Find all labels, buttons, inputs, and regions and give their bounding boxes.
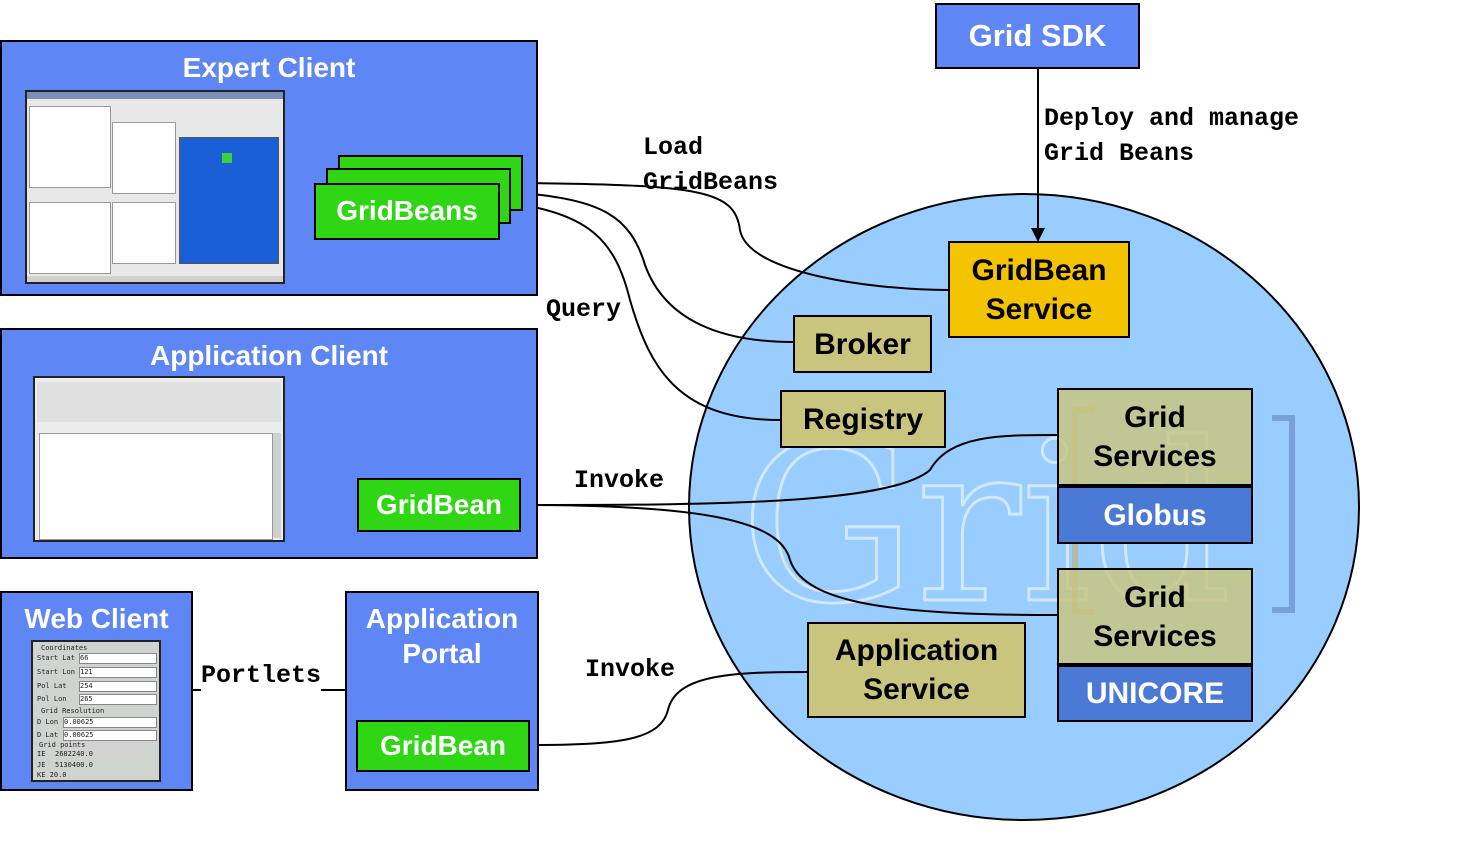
form-d-lon-value: 0.00625	[63, 717, 157, 728]
expert-tree-pane-lower	[29, 202, 111, 274]
label-invoke-1: Invoke	[574, 463, 665, 498]
graph-node-icon	[222, 153, 232, 163]
form-ie: IE	[37, 750, 46, 758]
expert-client-screenshot	[25, 90, 285, 284]
wire-invoke-appservice	[529, 671, 808, 746]
application-service-box: Application Service	[807, 622, 1026, 718]
gridbean-service-box: GridBean Service	[948, 241, 1130, 338]
sdk-arrowhead	[1031, 228, 1045, 242]
application-client-title: Application Client	[150, 340, 388, 371]
form-pol-lat-value: 254	[79, 681, 157, 692]
form-d-lon: D Lon	[37, 718, 59, 726]
web-client-title: Web Client	[24, 603, 169, 634]
form-pol-lon: Pol Lon	[37, 695, 67, 703]
expert-graph-pane	[179, 137, 279, 264]
gridbeans-stack-front: GridBeans	[314, 183, 500, 240]
globus-box: Globus	[1057, 486, 1253, 544]
form-ie-value: 2682240.0	[55, 750, 93, 758]
form-grid-points-label: Grid points	[39, 741, 86, 749]
watermark-bracket-right	[1272, 415, 1295, 613]
grid-sdk-box: Grid SDK	[935, 3, 1140, 69]
form-start-lon-value: 121	[79, 667, 157, 678]
expert-status-bar	[27, 276, 283, 282]
form-je-value: 5130400.0	[55, 761, 93, 769]
form-grid-res-label: Grid Resolution	[41, 707, 105, 715]
form-start-lat-value: 66	[79, 653, 157, 664]
label-portlets: Portlets	[201, 658, 322, 693]
form-pol-lon-value: 265	[79, 694, 157, 705]
app-scrollbar	[273, 433, 281, 538]
application-client-screenshot	[33, 376, 285, 542]
wire-invoke-globus	[521, 434, 1058, 506]
form-je: JE	[37, 761, 46, 769]
label-query: Query	[546, 292, 622, 327]
form-start-lon: Start Lon	[37, 668, 75, 676]
label-deploy: Deploy and manage Grid Beans	[1044, 104, 1300, 168]
broker-box: Broker	[793, 315, 932, 373]
portal-gridbean: GridBean	[356, 720, 530, 772]
grid-services-globus-box: Grid Services	[1057, 388, 1253, 486]
registry-box: Registry	[780, 390, 946, 448]
form-start-lat: Start Lat	[37, 654, 75, 662]
app-client-gridbean: GridBean	[357, 478, 521, 532]
unicore-box: UNICORE	[1057, 665, 1253, 722]
form-d-lat-value: 0.00625	[63, 730, 157, 741]
wire-load	[521, 182, 949, 291]
grid-services-unicore-box: Grid Services	[1057, 568, 1253, 665]
app-form-area	[37, 382, 281, 422]
form-d-lat: D Lat	[37, 731, 59, 739]
label-invoke-2: Invoke	[585, 655, 676, 684]
web-client-form: Coordinates Start Lat 66 Start Lon 121 P…	[31, 640, 161, 782]
expert-titlebar	[27, 92, 283, 99]
wire-invoke-unicore	[521, 504, 1058, 616]
form-pol-lat: Pol Lat	[37, 682, 67, 690]
expert-list-pane	[112, 122, 176, 194]
form-coords-label: Coordinates	[41, 644, 88, 652]
expert-client-title: Expert Client	[182, 52, 356, 83]
app-editor-area	[39, 433, 273, 540]
label-load: Load GridBeans	[643, 133, 779, 197]
application-portal-title: Application Portal	[365, 603, 519, 669]
expert-site-pane	[112, 202, 176, 264]
wire-registry	[511, 202, 781, 421]
expert-tree-pane	[29, 106, 111, 188]
form-ke: KE 20.0	[37, 771, 67, 779]
wire-broker	[521, 192, 794, 343]
